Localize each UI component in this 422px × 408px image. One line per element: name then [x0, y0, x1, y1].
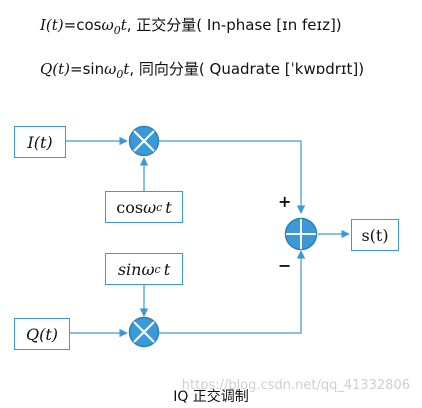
block-cos-fn: cos	[116, 197, 144, 217]
equation-i-lhs: I(t)	[40, 16, 64, 34]
block-cos-omega: ω	[143, 197, 157, 217]
multiplier-q-node	[128, 316, 160, 348]
block-sin-fn: sin	[117, 259, 142, 279]
watermark: https://blog.csdn.net/qq_41332806	[181, 378, 410, 393]
block-output: s(t)	[351, 219, 399, 251]
wire-mixer-q-to-adder	[159, 250, 306, 334]
equation-i-t: t	[120, 16, 127, 34]
multiplier-i-node	[128, 125, 160, 157]
diagram-caption: IQ 正交调制	[173, 389, 249, 405]
block-q-input-label: Q(t)	[25, 324, 59, 344]
block-cos-t: t	[165, 197, 172, 217]
equation-q-sub: 0	[116, 68, 124, 81]
plus-sign: +	[278, 192, 292, 211]
equation-i-eq: =cos	[63, 16, 102, 34]
block-i-input: I(t)	[14, 126, 66, 158]
equation-q-t: t	[123, 60, 130, 78]
block-q-input: Q(t)	[14, 318, 70, 350]
equation-i-omega: ω	[101, 16, 114, 34]
equation-q: Q(t)=sinω0t, 同向分量( Quadrate [ˈkwɒdrɪt])	[40, 58, 364, 81]
block-sin-t: t	[163, 259, 171, 279]
equation-q-eq: =sin	[70, 60, 105, 78]
equation-q-rest: , 同向分量( Quadrate [ˈkwɒdrɪt])	[129, 60, 365, 78]
equation-i: I(t)=cosω0t, 正交分量( In-phase [ɪn feɪz])	[40, 14, 342, 37]
block-output-label: s(t)	[361, 225, 389, 245]
equation-q-lhs: Q(t)	[40, 60, 71, 78]
block-cos-sub: c	[156, 200, 163, 214]
equation-i-rest: , 正交分量( In-phase [ɪn feɪz])	[126, 16, 342, 34]
adder-node	[284, 217, 318, 251]
minus-sign: −	[278, 256, 292, 275]
block-sin-omega: ω	[141, 259, 155, 279]
block-i-input-label: I(t)	[27, 132, 53, 152]
wire-mixer-i-to-adder	[159, 140, 306, 214]
equation-q-omega: ω	[104, 60, 117, 78]
equation-i-sub: 0	[113, 24, 121, 37]
block-sin-sub: c	[154, 262, 161, 276]
